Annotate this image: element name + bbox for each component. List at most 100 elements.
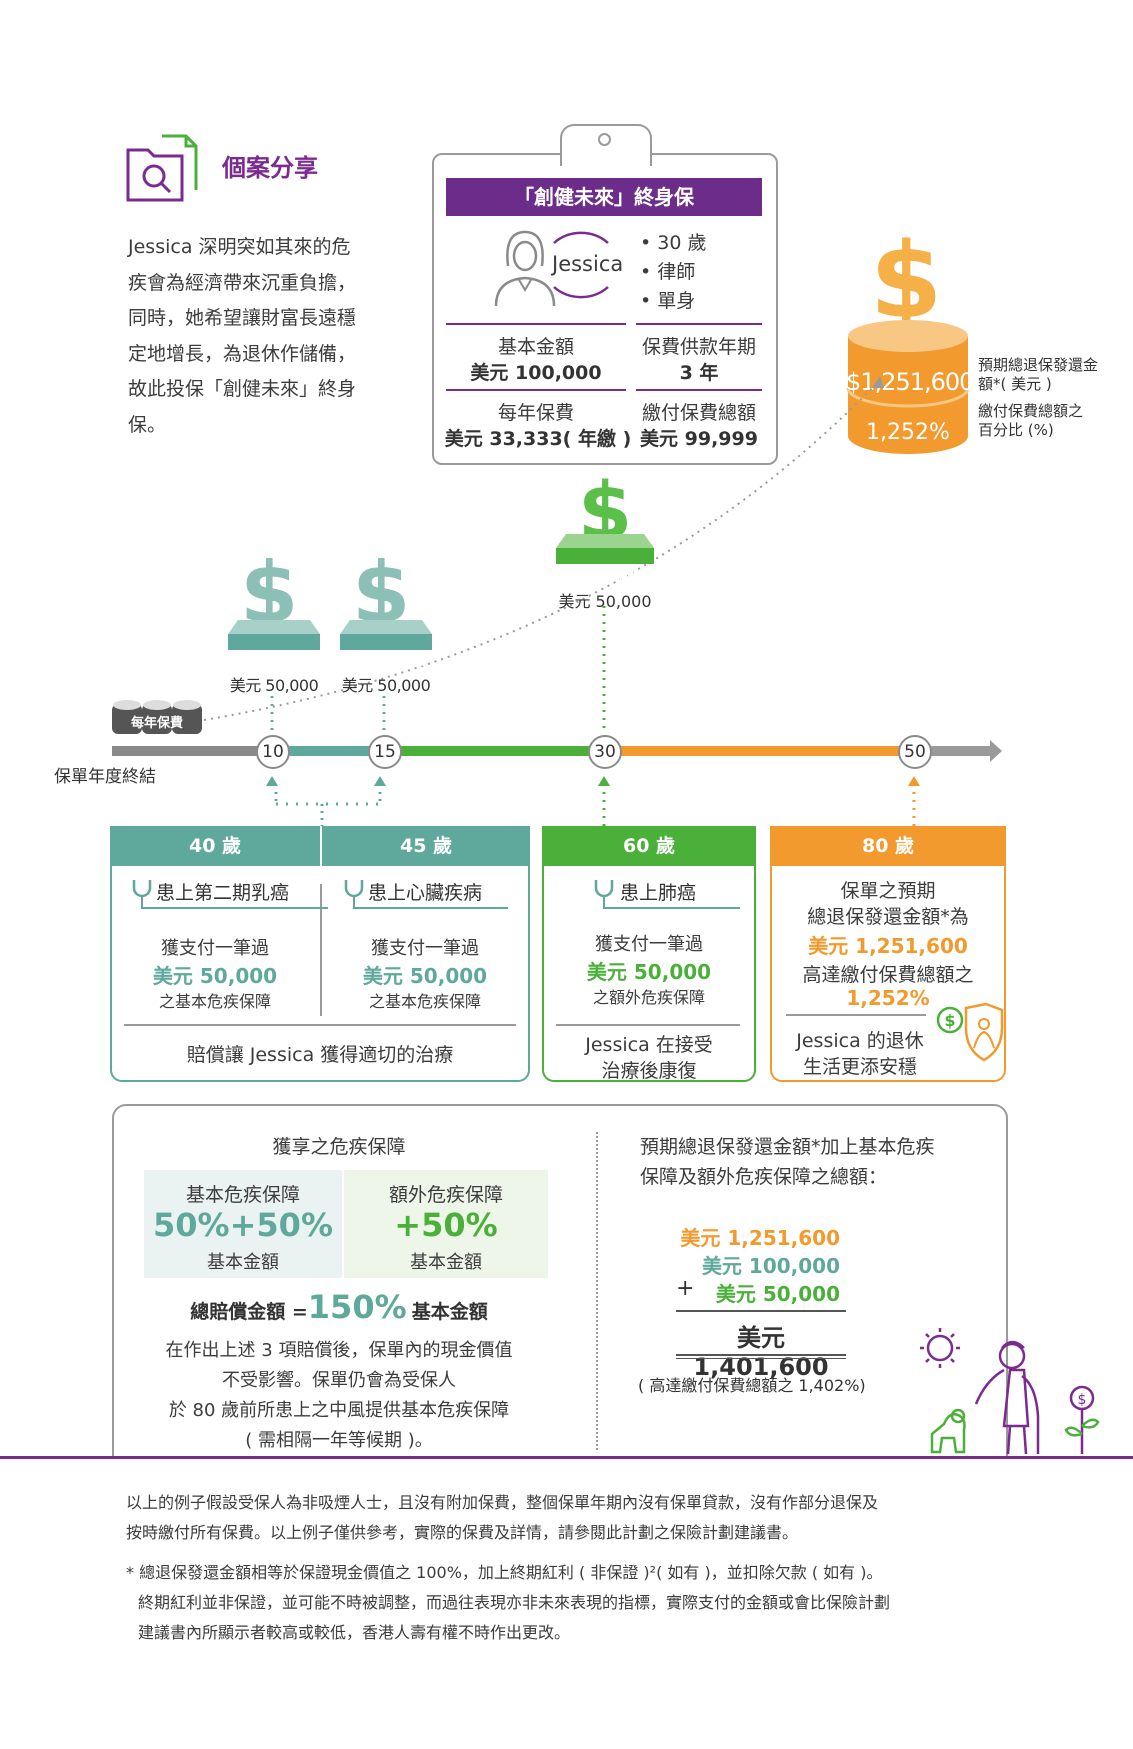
extra-payout-value: 美元 50,000 xyxy=(558,592,652,611)
orange-amount: 美元 1,251,600 xyxy=(808,934,968,958)
sum-rule xyxy=(676,1358,846,1359)
age-40-header: 40 歲 xyxy=(110,826,320,866)
orange-footer-1: Jessica 的退休 xyxy=(796,1030,924,1052)
basic-payout-value-2: 美元 50,000 xyxy=(341,676,431,695)
case-icon xyxy=(126,132,202,202)
summary-note-4: ( 需相隔一年等候期 )。 xyxy=(245,1430,433,1451)
basic-payout-value-1: 美元 50,000 xyxy=(229,676,319,695)
coin-amount: $1,251,600 xyxy=(846,368,974,396)
stethoscope-icon xyxy=(590,876,740,916)
age-45-header: 45 歲 xyxy=(322,826,530,866)
basic-cover-label: 基本危疾保障 xyxy=(185,1184,300,1206)
total-compensation: 總賠償金額 =150% 基本金額 xyxy=(112,1288,566,1326)
orange-line-2: 總退保發還金額*為 xyxy=(807,906,969,928)
svg-text:$: $ xyxy=(944,1011,955,1030)
teal-footer: 賠償讓 Jessica 獲得適切的治療 xyxy=(186,1044,454,1066)
sum-total: 美元 1,401,600 xyxy=(693,1324,829,1381)
divider xyxy=(636,389,762,391)
summary-left-title: 獲享之危疾保障 xyxy=(272,1136,406,1158)
footnote-1b: 按時繳付所有保費。以上例子僅供參考，實際的保費及詳情，請參閱此計劃之保險計劃建議… xyxy=(126,1523,799,1542)
insured-name: Jessica xyxy=(552,252,624,276)
summary-note-1: 在作出上述 3 項賠償後，保單內的現金價值 xyxy=(165,1340,513,1361)
illness-40: 患上第二期乳癌 xyxy=(156,882,290,904)
sum-insured-label: 基本金額 xyxy=(497,336,574,358)
payment-term-value: 3 年 xyxy=(679,362,719,384)
retiree-illustration: $ xyxy=(914,1326,1104,1456)
stethoscope-icon xyxy=(340,876,508,916)
basic-cover-cell xyxy=(144,1170,342,1278)
extra-cover-unit: 基本金額 xyxy=(410,1252,482,1273)
plan-name: 「創健未來」終身保 xyxy=(446,178,762,216)
green-footer-2: 治療後康復 xyxy=(601,1060,697,1082)
total-percent: 150% xyxy=(307,1288,407,1326)
panel-divider xyxy=(596,1132,598,1450)
box-divider xyxy=(556,1024,740,1026)
basic-cover-value: 50%+50% xyxy=(153,1206,333,1244)
extra-cover-value: +50% xyxy=(394,1206,498,1244)
trait-age: • 30 歲 xyxy=(640,232,707,254)
coin-amount-label: 預期總退保發還金額*( 美元 ) xyxy=(978,356,1099,393)
annual-premium-value: 美元 33,333( 年繳 ) xyxy=(444,428,632,450)
timeline-node-30: 30 xyxy=(588,735,622,769)
payout-line: 獲支付一筆過 xyxy=(595,934,703,955)
clipboard-hole xyxy=(598,133,611,146)
sum-line-3: 美元 50,000 xyxy=(715,1282,840,1306)
payment-term-label: 保費供款年期 xyxy=(641,336,756,358)
cash-tray-icon xyxy=(556,534,654,564)
footnote-2b: 終期紅利並非保證，並可能不時被調整，而過往表現亦非未來表現的指標，實際支付的金額… xyxy=(138,1593,891,1612)
timeline-node-50: 50 xyxy=(898,735,932,769)
orange-percent: 1,252% xyxy=(846,986,930,1010)
summary-note-2: 不受影響。保單仍會為受保人 xyxy=(222,1370,456,1391)
box-divider xyxy=(124,1024,516,1026)
timeline-node-10: 10 xyxy=(256,735,290,769)
coin-percent: 1,252% xyxy=(866,420,950,445)
coin-percent-label: 繳付保費總額之百分比 (%) xyxy=(978,402,1084,439)
extra-cover-cell xyxy=(344,1170,548,1278)
orange-footer-2: 生活更添安穩 xyxy=(802,1056,917,1078)
divider xyxy=(446,323,626,325)
shield-retirement-icon: $ xyxy=(936,1002,1004,1062)
premium-coins-icon xyxy=(112,698,202,736)
payout-amount: 美元 50,000 xyxy=(586,960,712,984)
trait-status: • 單身 xyxy=(640,290,696,312)
payout-amount: 美元 50,000 xyxy=(362,964,488,988)
payout-line: 獲支付一筆過 xyxy=(161,938,269,959)
name-arc xyxy=(546,225,612,305)
payout-line: 獲支付一筆過 xyxy=(371,938,479,959)
illness-45: 患上心臟疾病 xyxy=(368,882,483,904)
summary-note-3: 於 80 歲前所患上之中風提供基本危疾保障 xyxy=(168,1400,510,1421)
footnote-2a: * 總退保發還金額相等於保證現金價值之 100%，加上終期紅利 ( 非保證 )²… xyxy=(126,1563,883,1582)
sum-insured-value: 美元 100,000 xyxy=(470,362,602,384)
trait-job: • 律師 xyxy=(640,261,696,283)
woman-icon xyxy=(492,228,558,308)
basic-payout-label-1: 基本危疾保障 xyxy=(234,655,313,670)
summary-right-title-2: 保障及額外危疾保障之總額： xyxy=(640,1166,888,1188)
cash-tray-icon xyxy=(340,620,432,650)
basic-payout-label-2: 基本危疾保障 xyxy=(346,655,425,670)
box-divider xyxy=(320,884,322,1016)
orange-line-1: 保單之預期 xyxy=(840,880,936,902)
sum-rule xyxy=(676,1310,846,1312)
total-prefix: 總賠償金額 = xyxy=(190,1301,308,1323)
payout-amount: 美元 50,000 xyxy=(152,964,278,988)
annual-premium-label: 每年保費 xyxy=(497,402,574,424)
svg-text:$: $ xyxy=(1078,1392,1087,1408)
sum-rule xyxy=(676,1354,846,1356)
payout-type: 之基本危疾保障 xyxy=(158,992,271,1011)
payout-type: 之基本危疾保障 xyxy=(368,992,481,1011)
sum-line-2: 美元 100,000 xyxy=(701,1254,840,1278)
sum-total-note: ( 高達繳付保費總額之 1,402%) xyxy=(638,1376,866,1395)
age-80-header: 80 歲 xyxy=(770,826,1006,866)
green-footer-1: Jessica 在接受 xyxy=(585,1034,713,1056)
footnote-2c: 建議書內所顯示者較高或較低，香港人壽有權不時作出更改。 xyxy=(138,1623,571,1642)
summary-panel xyxy=(112,1104,1008,1456)
stethoscope-icon xyxy=(128,876,328,916)
cash-tray-icon xyxy=(228,620,320,650)
extra-cover-label: 額外危疾保障 xyxy=(388,1184,503,1206)
orange-line-3: 高達繳付保費總額之 xyxy=(802,964,974,986)
box-divider xyxy=(786,1014,926,1016)
basic-cover-unit: 基本金額 xyxy=(207,1252,279,1273)
panel-bottom-rule xyxy=(0,1456,1133,1459)
divider xyxy=(446,389,626,391)
orange-box xyxy=(770,866,1006,1082)
